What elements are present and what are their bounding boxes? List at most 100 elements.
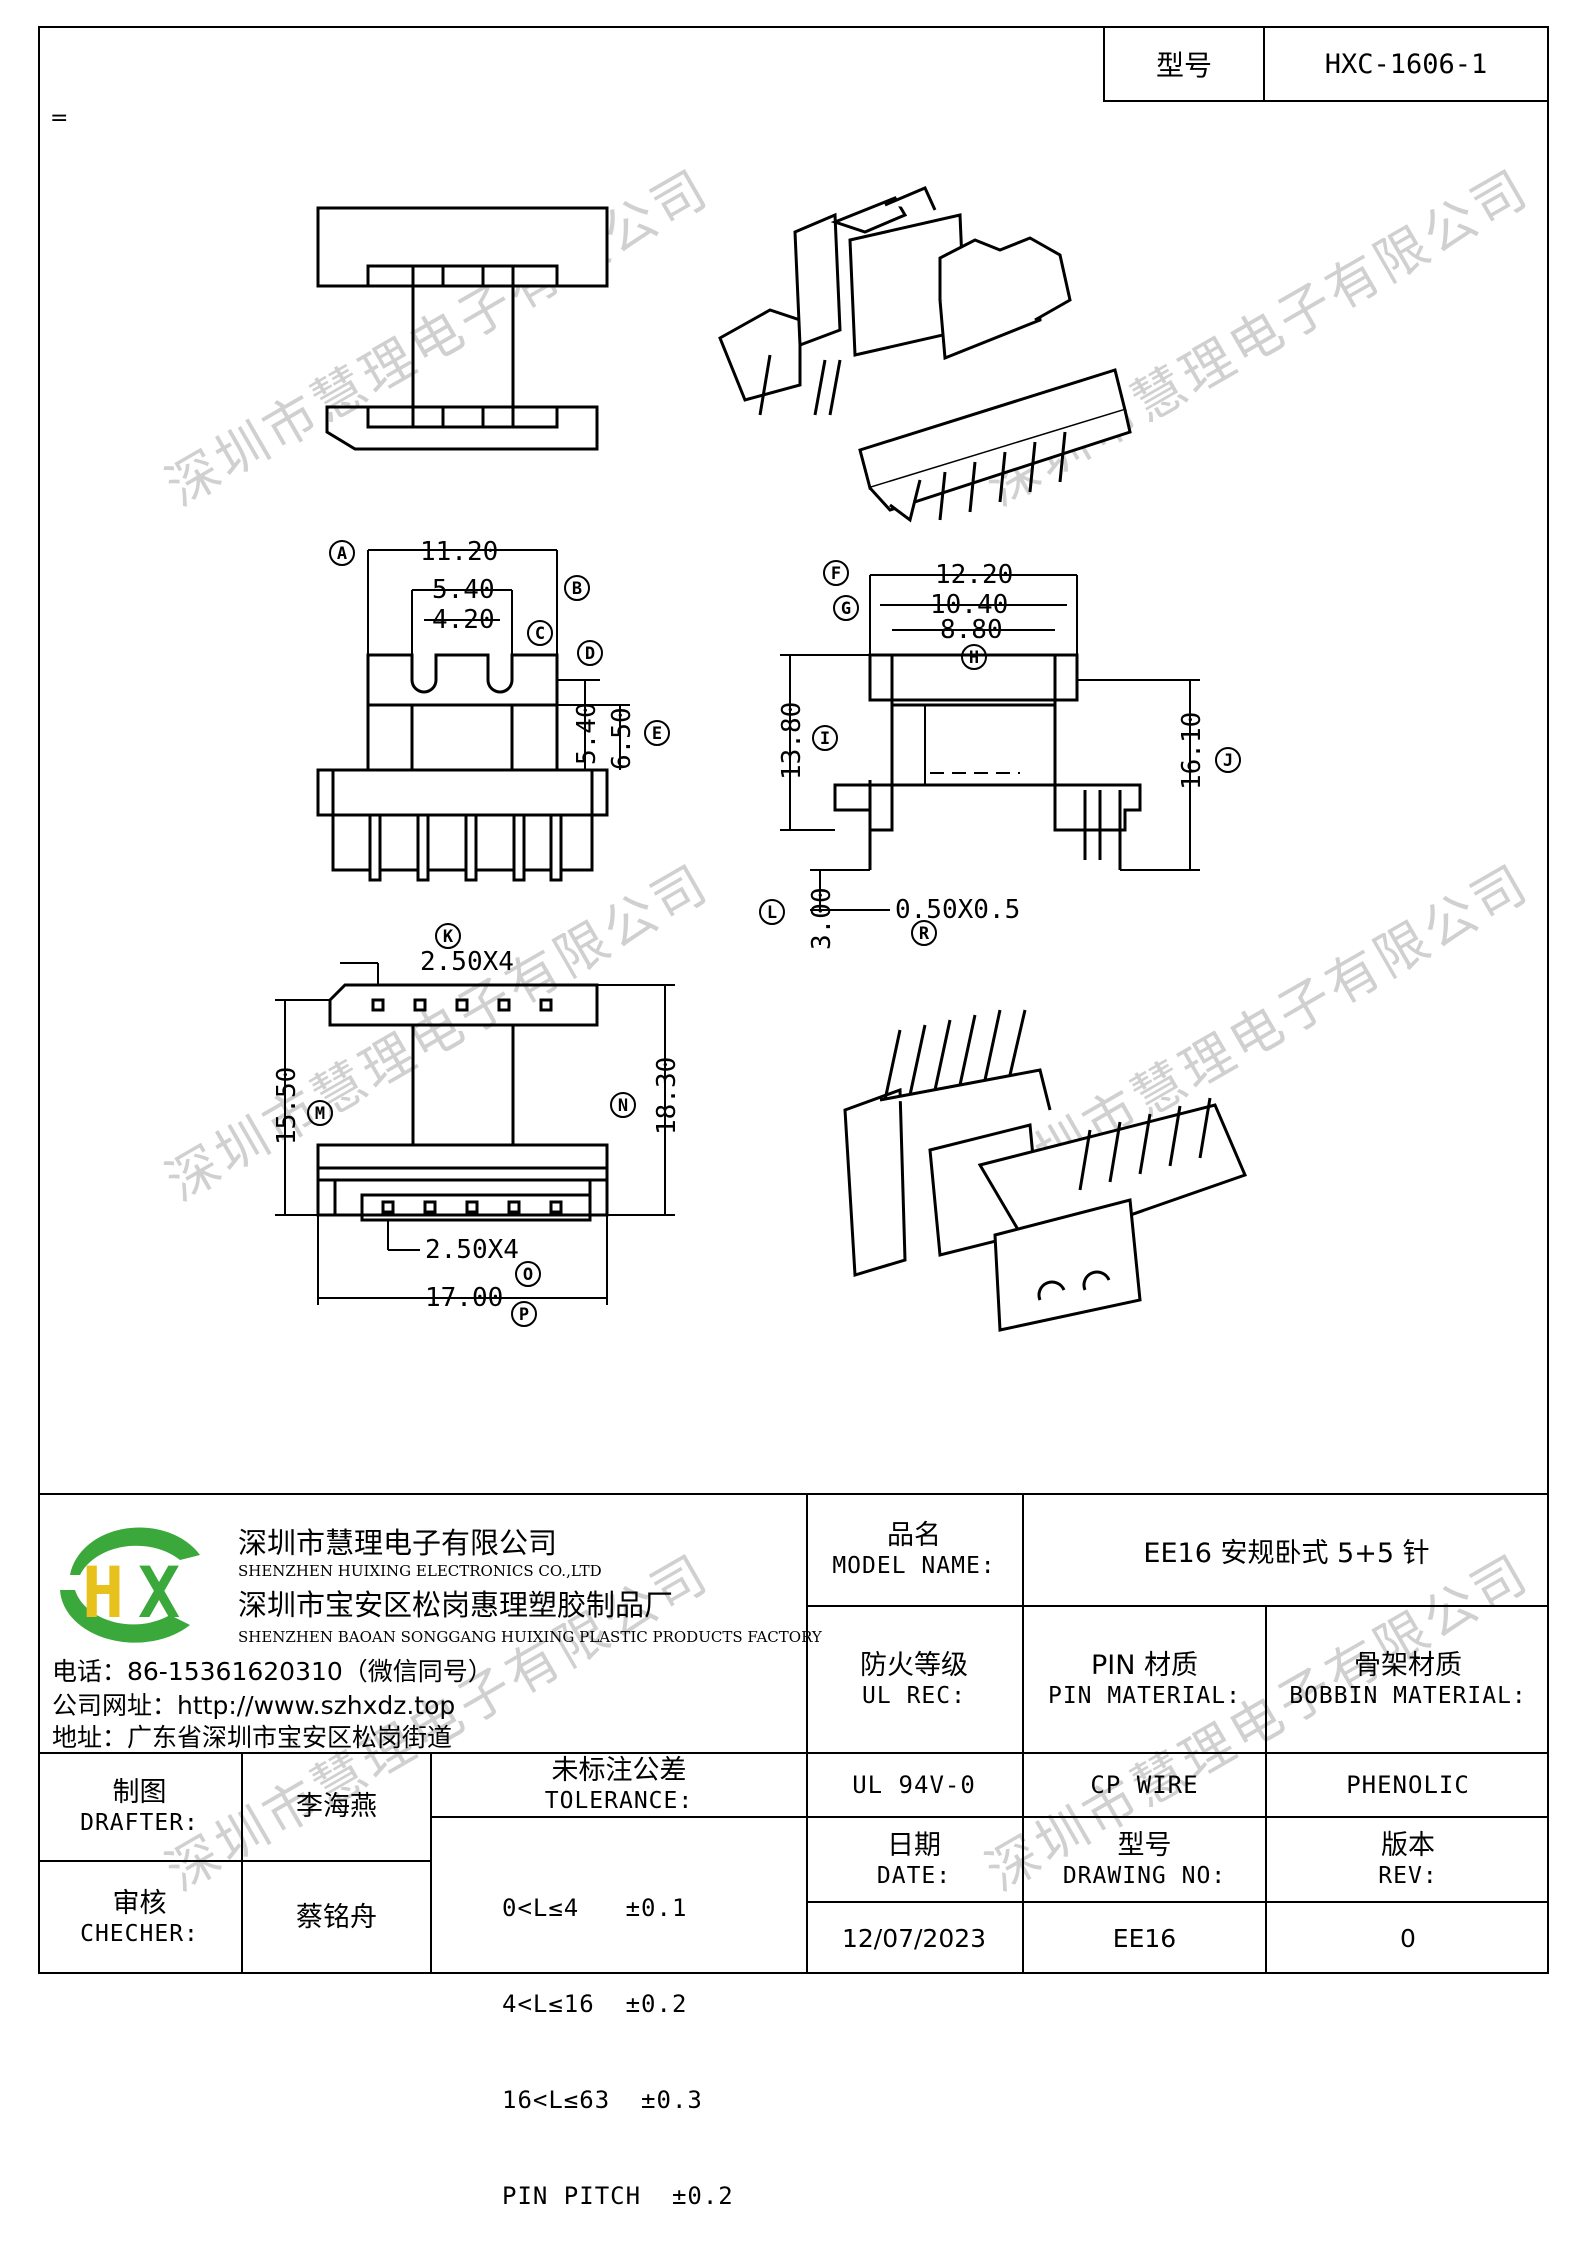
dim-k-value: 2.50X4 — [420, 947, 514, 977]
model-label: 型号 — [1105, 28, 1265, 100]
svg-text:R: R — [919, 924, 930, 944]
title-block-row-line — [38, 1752, 1549, 1754]
dim-d-value: 5.40 — [572, 702, 602, 765]
svg-text:I: I — [820, 729, 830, 749]
dimension-lines — [275, 549, 1200, 1305]
drafter-label: 制图 DRAFTER: — [80, 1777, 199, 1836]
title-block-line — [806, 1605, 1549, 1607]
top-view-bottom — [316, 983, 609, 1222]
ref-f-marker: F — [823, 560, 849, 586]
dim-j-value: 16.10 — [1177, 712, 1207, 790]
tolerance-line: 16<L≤63 ±0.3 — [502, 2086, 703, 2114]
side-view-left — [316, 653, 609, 882]
tolerance-line: 0<L≤4 ±0.1 — [502, 1894, 688, 1922]
company-address: 地址：广东省深圳市宝安区松岗街道 — [52, 1723, 453, 1752]
title-block-vline — [1265, 1605, 1267, 1974]
svg-text:D: D — [585, 644, 595, 664]
drafter-value: 李海燕 — [296, 1791, 377, 1822]
dimension-texts: 11.20 5.40 4.20 5.40 6.50 12.20 10.40 8.… — [272, 537, 1207, 1313]
title-block-vline — [806, 1493, 808, 1974]
factory-name-cn: 深圳市宝安区松岗惠理塑胶制品厂 — [238, 1588, 674, 1622]
bobbin-material-value: PHENOLIC — [1346, 1771, 1470, 1799]
title-block-vline — [241, 1752, 243, 1974]
title-block-vline — [430, 1752, 432, 1974]
svg-text:A: A — [337, 544, 347, 564]
checker-label: 审核 CHECHER: — [80, 1888, 199, 1947]
ref-m-marker: M — [307, 1100, 333, 1126]
factory-name-en: SHENZHEN BAOAN SONGGANG HUIXING PLASTIC … — [238, 1628, 822, 1646]
svg-text:L: L — [767, 903, 777, 923]
svg-text:H: H — [969, 648, 979, 668]
title-block-line — [806, 1816, 1549, 1818]
svg-text:M: M — [315, 1104, 325, 1124]
svg-text:P: P — [519, 1305, 529, 1325]
svg-text:C: C — [535, 624, 545, 644]
model-header: 型号 HXC-1606-1 — [1103, 26, 1549, 102]
company-name-cn: 深圳市慧理电子有限公司 — [238, 1526, 558, 1560]
company-name-en: SHENZHEN HUIXING ELECTRONICS CO.,LTD — [238, 1562, 602, 1580]
front-view-top — [316, 206, 609, 451]
title-block-line — [430, 1816, 806, 1818]
model-name-label: 品名 MODEL NAME: — [832, 1520, 996, 1579]
logo-h: H — [82, 1552, 124, 1634]
ref-j-marker: J — [1215, 747, 1241, 773]
title-block-vline — [1022, 1493, 1024, 1974]
pin-material-value: CP WIRE — [1090, 1771, 1199, 1799]
model-value: HXC-1606-1 — [1324, 48, 1488, 80]
ref-r-marker: R — [911, 920, 937, 946]
model-name-value: EE16 安规卧式 5+5 针 — [1143, 1537, 1430, 1569]
dim-c-value: 4.20 — [432, 605, 495, 635]
title-block-top-line — [38, 1493, 1549, 1495]
ref-o-marker: O — [515, 1261, 541, 1287]
checker-value: 蔡铭舟 — [296, 1902, 377, 1933]
ul-rec-value: UL 94V-0 — [852, 1771, 976, 1799]
ref-c-marker: C — [527, 620, 553, 646]
ref-n-marker: N — [610, 1092, 636, 1118]
ref-g-marker: G — [833, 595, 859, 621]
dim-m-value: 15.50 — [272, 1067, 302, 1145]
date-label: 日期 DATE: — [876, 1829, 952, 1889]
reference-markers: A B C D E F G H I J L R K M N O P — [307, 540, 1241, 1327]
dim-f-value: 12.20 — [935, 560, 1013, 590]
ref-p-marker: P — [511, 1301, 537, 1327]
svg-text:E: E — [652, 724, 662, 744]
logo-x: X — [138, 1552, 180, 1634]
ref-i-marker: I — [812, 725, 838, 751]
dim-e-value: 6.50 — [607, 707, 637, 770]
ref-d-marker: D — [577, 640, 603, 666]
svg-text:O: O — [523, 1265, 533, 1285]
dim-n-value: 18.30 — [652, 1057, 682, 1135]
isometric-view-bottom — [843, 1009, 1248, 1332]
ref-e-marker: E — [644, 720, 670, 746]
drawing-no-label: 型号 DRAWING NO: — [1062, 1829, 1227, 1889]
title-block-line — [38, 1860, 430, 1862]
dim-h-value: 8.80 — [940, 615, 1003, 645]
drawing-no-value: EE16 — [1112, 1924, 1177, 1953]
company-website[interactable]: 公司网址：http://www.szhxdz.top — [52, 1691, 456, 1720]
svg-text:B: B — [572, 579, 582, 599]
side-view-right — [833, 653, 1142, 870]
tolerance-line: 4<L≤16 ±0.2 — [502, 1990, 688, 2018]
dim-o-value: 2.50X4 — [425, 1235, 519, 1265]
svg-text:K: K — [443, 927, 454, 947]
isometric-view-top — [718, 186, 1132, 523]
dim-r-value: 0.50X0.5 — [895, 895, 1020, 925]
company-phone: 电话：86-15361620310（微信同号） — [52, 1657, 493, 1686]
technical-drawing: 11.20 5.40 4.20 5.40 6.50 12.20 10.40 8.… — [272, 186, 1248, 1332]
ref-b-marker: B — [564, 575, 590, 601]
date-value: 12/07/2023 — [841, 1924, 987, 1953]
drawing-frame — [38, 26, 1549, 1974]
bobbin-material-label: 骨架材质 BOBBIN MATERIAL: — [1289, 1649, 1527, 1709]
ref-a-marker: A — [329, 540, 355, 566]
dim-g-value: 10.40 — [930, 590, 1008, 620]
svg-text:N: N — [618, 1096, 628, 1116]
rev-value: 0 — [1400, 1924, 1416, 1953]
ref-h-marker: H — [961, 644, 987, 670]
company-logo: H X — [60, 1527, 200, 1643]
pin-material-label: PIN 材质 PIN MATERIAL: — [1047, 1649, 1241, 1709]
top-mark: = — [50, 106, 69, 131]
svg-text:J: J — [1223, 751, 1233, 771]
ul-rec-label: 防火等级 UL REC: — [860, 1649, 968, 1709]
ref-l-marker: L — [759, 899, 785, 925]
tolerance-label: 未标注公差 TOLERANCE: — [544, 1755, 694, 1814]
